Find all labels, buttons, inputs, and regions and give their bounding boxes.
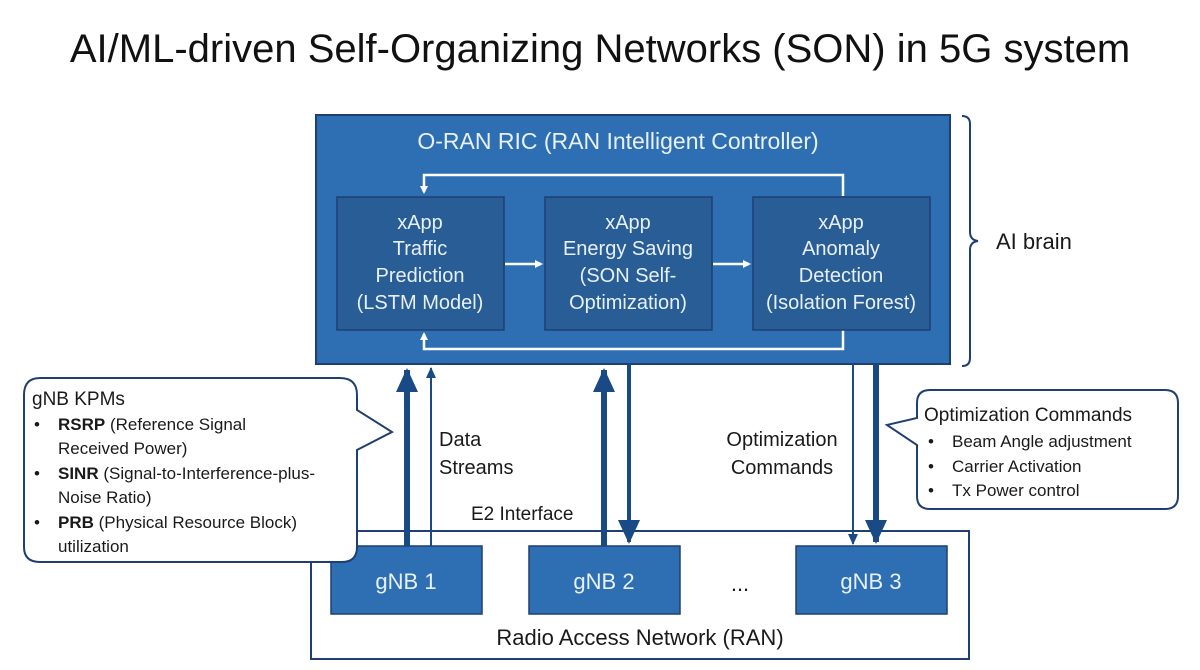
data-streams-line-1: Data [439, 429, 482, 451]
xapp-1-line-3: Prediction [376, 265, 465, 287]
cmd-item-1: Beam Angle adjustment [952, 432, 1132, 451]
e2-interface-label: E2 Interface [471, 504, 573, 525]
brace-icon [961, 115, 979, 367]
gnb-2-label: gNB 2 [573, 569, 634, 594]
cmd-bullet-3: • [928, 481, 934, 500]
commands-callout: Optimization Commands • Beam Angle adjus… [884, 389, 1179, 510]
optimization-line-1: Optimization [726, 429, 837, 451]
ric-title: O-RAN RIC (RAN Intelligent Controller) [417, 128, 818, 154]
kpm-item-1-cont: Received Power) [58, 439, 187, 458]
kpm-heading: gNB KPMs [32, 389, 125, 410]
xapp-2-line-2: Energy Saving [563, 238, 693, 260]
xapp-1-line-1: xApp [397, 212, 443, 234]
kpm-item-2: SINR (Signal-to-Interference-plus- [58, 464, 315, 483]
xapp-3-line-4: (Isolation Forest) [766, 292, 916, 314]
commands-heading: Optimization Commands [924, 405, 1132, 426]
xapp-energy-saving[interactable]: xApp Energy Saving (SON Self- Optimizati… [544, 196, 713, 331]
cmd-bullet-1: • [928, 432, 934, 451]
cmd-item-2: Carrier Activation [952, 457, 1081, 476]
data-streams-line-2: Streams [439, 457, 513, 479]
cmd-bullet-2: • [928, 457, 934, 476]
xapp-3-line-1: xApp [818, 212, 864, 234]
kpm-bullet-2: • [34, 464, 40, 483]
xapp-1-line-2: Traffic [393, 238, 447, 260]
page-title: AI/ML-driven Self-Organizing Networks (S… [70, 27, 1130, 71]
ran-label: Radio Access Network (RAN) [496, 625, 783, 650]
optimization-line-2: Commands [731, 457, 833, 479]
xapp-1-line-4: (LSTM Model) [357, 292, 484, 314]
xapp-anomaly-detection[interactable]: xApp Anomaly Detection (Isolation Forest… [752, 196, 931, 331]
kpm-bullet-1: • [34, 415, 40, 434]
gnb-2[interactable]: gNB 2 [528, 545, 681, 615]
gnb-1[interactable]: gNB 1 [330, 545, 483, 615]
kpm-item-3: PRB (Physical Resource Block) [58, 513, 297, 532]
xapp-2-line-4: Optimization) [569, 292, 687, 314]
gnb-3-label: gNB 3 [840, 569, 901, 594]
gnb-3[interactable]: gNB 3 [795, 545, 948, 615]
xapp-2-line-1: xApp [605, 212, 651, 234]
cmd-item-3: Tx Power control [952, 481, 1080, 500]
xapp-3-line-3: Detection [799, 265, 884, 287]
kpm-callout: gNB KPMs • RSRP (Reference Signal Receiv… [23, 377, 395, 563]
ellipsis: ... [731, 571, 749, 596]
ai-brain-label: AI brain [996, 229, 1072, 254]
xapp-2-line-3: (SON Self- [580, 265, 677, 287]
kpm-item-2-cont: Noise Ratio) [58, 488, 152, 507]
kpm-item-3-cont: utilization [58, 537, 129, 556]
kpm-bullet-3: • [34, 513, 40, 532]
bottom-feedback-arrow [420, 330, 845, 351]
top-feedback-arrow [420, 173, 845, 196]
kpm-item-1: RSRP (Reference Signal [58, 415, 246, 434]
xapp-3-line-2: Anomaly [802, 238, 880, 260]
xapp-traffic-prediction[interactable]: xApp Traffic Prediction (LSTM Model) [336, 196, 505, 331]
gnb-1-label: gNB 1 [375, 569, 436, 594]
